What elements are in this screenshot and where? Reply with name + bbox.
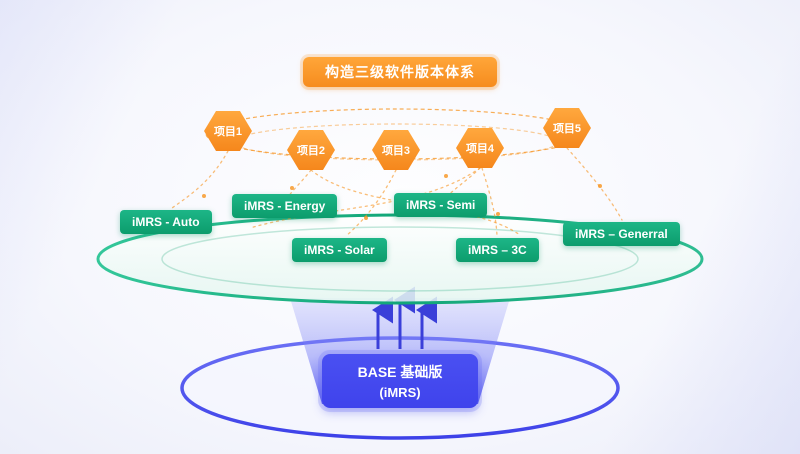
product-label-3c: iMRS – 3C (456, 238, 539, 262)
product-label-energy-text: iMRS - Energy (244, 199, 326, 213)
project-hexagon-3: 项目3 (372, 130, 420, 170)
diagram-title: 构造三级软件版本体系 (303, 57, 497, 87)
product-label-general: iMRS – Generral (563, 222, 680, 246)
project-hexagon-4: 项目4 (456, 128, 504, 168)
project-hexagon-4-label: 项目4 (465, 143, 495, 155)
product-label-semi: iMRS - Semi (394, 193, 488, 217)
product-label-solar-text: iMRS - Solar (304, 243, 375, 257)
product-platform-inner-ellipse (161, 226, 639, 292)
product-label-auto-text: iMRS - Auto (132, 215, 200, 229)
base-box-line2: (iMRS) (379, 385, 421, 400)
project-hexagon-1-label: 项目1 (213, 126, 243, 138)
base-box-line1: BASE 基础版 (357, 364, 443, 380)
product-label-auto: iMRS - Auto (120, 210, 212, 234)
project-hexagon-2: 项目2 (287, 130, 335, 170)
project-hexagon-5-label: 项目5 (552, 123, 582, 135)
product-label-general-text: iMRS – Generral (575, 227, 668, 241)
product-label-solar: iMRS - Solar (292, 238, 387, 262)
product-label-energy: iMRS - Energy (232, 194, 338, 218)
product-label-3c-text: iMRS – 3C (468, 243, 527, 257)
base-box: BASE 基础版 (iMRS) (322, 354, 478, 408)
up-arrows (372, 286, 437, 349)
project-hexagon-3-label: 项目3 (381, 145, 411, 157)
product-label-semi-text: iMRS - Semi (406, 198, 476, 212)
project-hexagon-2-label: 项目2 (296, 145, 326, 157)
connector-dots (202, 174, 602, 220)
